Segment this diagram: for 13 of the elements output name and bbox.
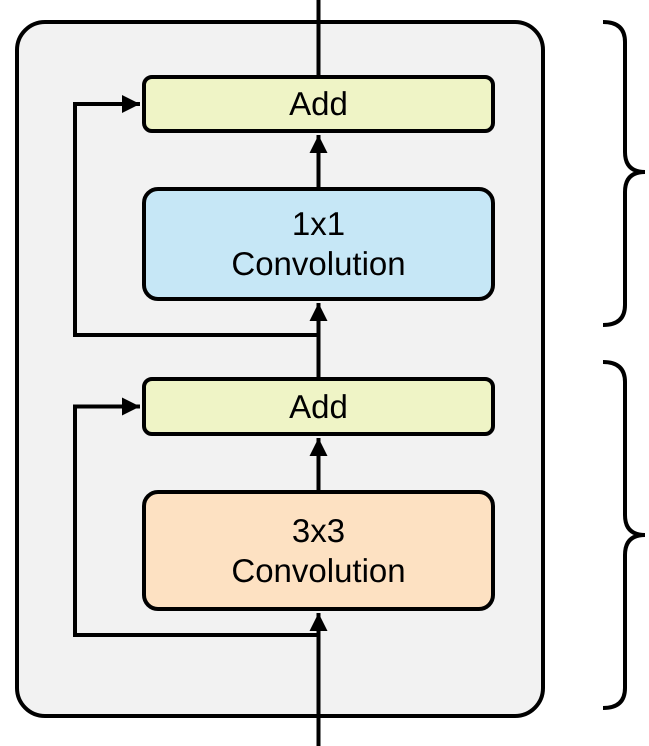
box-label: 3x3 Convolution bbox=[230, 510, 407, 590]
arrow bbox=[310, 438, 328, 490]
arrow bbox=[310, 135, 328, 187]
arrow bbox=[73, 398, 318, 637]
process-box bbox=[142, 490, 495, 611]
box-label: Add bbox=[289, 84, 348, 124]
process-box bbox=[142, 187, 495, 301]
box-label: 1x1 Convolution bbox=[230, 204, 407, 284]
box-label: Add bbox=[289, 386, 348, 426]
process-box bbox=[142, 377, 495, 436]
container-box bbox=[15, 20, 545, 718]
process-box bbox=[142, 75, 495, 133]
arrow bbox=[310, 613, 328, 746]
